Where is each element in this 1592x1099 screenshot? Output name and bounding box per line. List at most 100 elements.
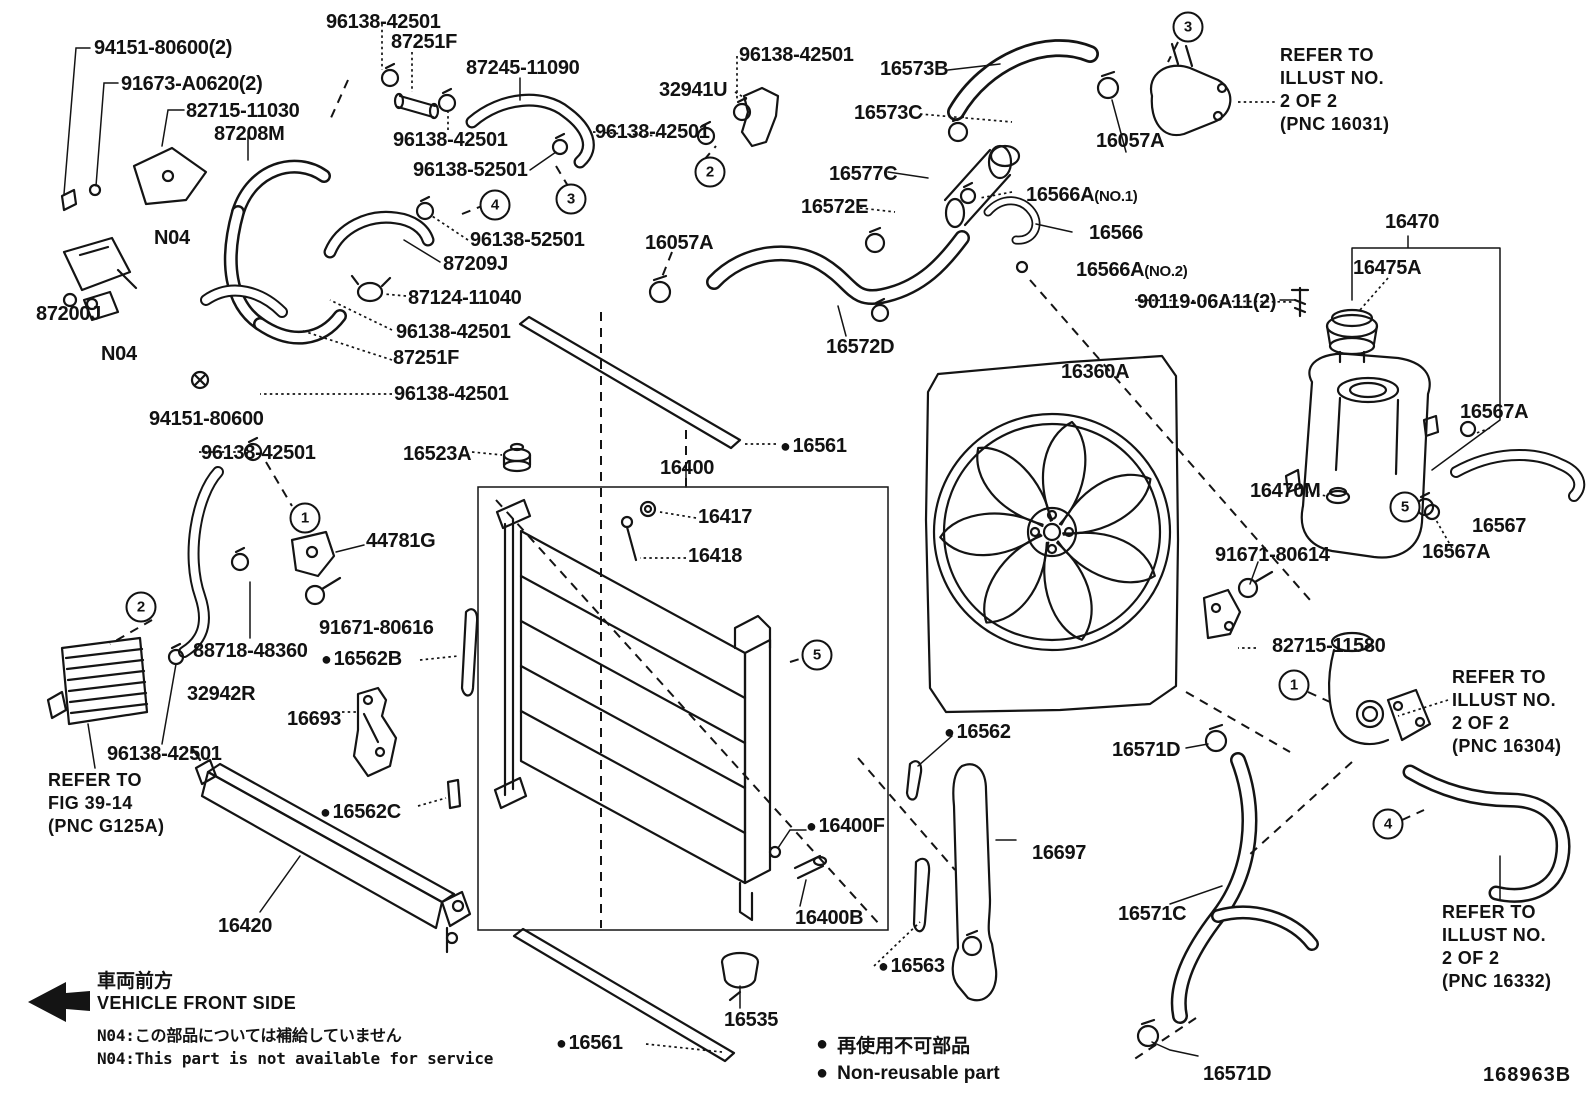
part-label-44781g[interactable]: 44781G xyxy=(366,531,436,552)
part-label-16057a[interactable]: 16057A xyxy=(645,233,714,254)
refer-note-line: 2 OF 2 xyxy=(1452,713,1510,733)
part-label-16567[interactable]: 16567 xyxy=(1472,516,1526,537)
part-label-16697[interactable]: 16697 xyxy=(1032,843,1086,864)
part-label-87251f[interactable]: 87251F xyxy=(393,348,459,369)
part-number: 16400B xyxy=(795,907,864,929)
part-label-94151-80600[interactable]: 94151-80600 xyxy=(149,409,264,430)
part-label-91671-80616[interactable]: 91671-80616 xyxy=(319,618,434,639)
part-label-16562[interactable]: ●16562 xyxy=(944,722,1011,743)
part-label-87208m[interactable]: 87208M xyxy=(214,123,285,145)
part-label-16572e[interactable]: 16572E xyxy=(801,197,868,218)
part-label-87200j[interactable]: 87200J xyxy=(36,304,101,325)
part-label-32942r[interactable]: 32942R xyxy=(187,684,256,705)
part-number: 16523A xyxy=(403,443,472,465)
callout-circle-3[interactable]: 3 xyxy=(555,183,587,215)
part-label-16571d[interactable]: 16571D xyxy=(1112,740,1181,761)
part-number: 16418 xyxy=(688,545,743,567)
part-number: 96138-42501 xyxy=(595,121,710,143)
part-label-96138-52501[interactable]: 96138-52501 xyxy=(470,230,585,251)
part-label-32941u[interactable]: 32941U xyxy=(659,80,728,101)
part-label-16400b[interactable]: 16400B xyxy=(795,907,864,929)
part-number: 16400F xyxy=(818,815,885,837)
part-label-87245-11090[interactable]: 87245-11090 xyxy=(466,58,580,79)
part-label-96138-42501[interactable]: 96138-42501 xyxy=(326,12,441,33)
legend-row-jp: ● 再使用不可部品 xyxy=(816,1030,1000,1059)
part-label-16561[interactable]: ●16561 xyxy=(780,436,847,457)
part-label-16563[interactable]: ●16563 xyxy=(878,956,945,977)
part-number: 16400 xyxy=(660,457,715,479)
part-label-96138-42501[interactable]: 96138-42501 xyxy=(201,443,316,464)
callout-circle-5[interactable]: 5 xyxy=(1389,491,1421,523)
callout-circle-4[interactable]: 4 xyxy=(1372,808,1404,840)
non-reusable-bullet-icon: ● xyxy=(321,649,332,669)
part-label-n04[interactable]: N04 xyxy=(154,228,190,249)
part-number: 87209J xyxy=(443,253,508,275)
part-label-96138-42501[interactable]: 96138-42501 xyxy=(739,45,854,66)
part-label-16057a[interactable]: 16057A xyxy=(1096,131,1165,152)
front-side-label-en: VEHICLE FRONT SIDE xyxy=(97,993,297,1013)
part-number: 16470M xyxy=(1250,480,1321,502)
callout-circle-3[interactable]: 3 xyxy=(1172,11,1204,43)
callout-circle-2[interactable]: 2 xyxy=(694,156,726,188)
part-label-16400[interactable]: 16400 xyxy=(660,458,714,479)
refer-note-line: REFER TO xyxy=(1452,667,1546,687)
callout-circle-5[interactable]: 5 xyxy=(801,639,833,671)
part-label-16573b[interactable]: 16573B xyxy=(880,59,949,80)
part-number: 16577C xyxy=(829,163,898,185)
part-label-16566a[interactable]: 16566A(NO.1) xyxy=(1026,185,1138,206)
part-label-91671-80614[interactable]: 91671-80614 xyxy=(1215,545,1330,566)
refer-note-line: FIG 39-14 xyxy=(48,793,133,813)
part-label-16693[interactable]: 16693 xyxy=(287,709,341,730)
part-label-16566a[interactable]: 16566A(NO.2) xyxy=(1076,259,1188,281)
part-label-16360a[interactable]: 16360A xyxy=(1061,362,1130,383)
part-label-91673-a0620(2)[interactable]: 91673-A0620(2) xyxy=(121,74,263,95)
part-label-16523a[interactable]: 16523A xyxy=(403,443,472,465)
part-label-n04[interactable]: N04 xyxy=(101,344,137,365)
part-label-16562c[interactable]: ●16562C xyxy=(320,802,401,823)
part-label-96138-42501[interactable]: 96138-42501 xyxy=(396,322,511,343)
part-label-96138-42501[interactable]: 96138-42501 xyxy=(394,384,509,405)
part-label-16418[interactable]: 16418 xyxy=(688,546,742,567)
part-label-94151-80600(2)[interactable]: 94151-80600(2) xyxy=(94,38,232,59)
part-label-16475a[interactable]: 16475A xyxy=(1353,258,1422,279)
non-reusable-bullet-icon: ● xyxy=(556,1033,567,1053)
part-label-87209j[interactable]: 87209J xyxy=(443,254,508,275)
part-number: 87208M xyxy=(214,123,285,145)
part-label-90119-06a11(2)[interactable]: 90119-06A11(2) xyxy=(1137,292,1277,313)
part-label-96138-42501[interactable]: 96138-42501 xyxy=(595,122,710,143)
part-number: 16566A xyxy=(1076,259,1145,281)
part-label-16535[interactable]: 16535 xyxy=(724,1010,778,1031)
part-label-16561[interactable]: ●16561 xyxy=(556,1033,623,1054)
part-label-16470[interactable]: 16470 xyxy=(1385,212,1439,233)
part-label-88718-48360[interactable]: 88718-48360 xyxy=(193,641,308,662)
part-label-16577c[interactable]: 16577C xyxy=(829,163,898,185)
refer-note-line: 2 OF 2 xyxy=(1280,91,1338,111)
part-label-96138-52501[interactable]: 96138-52501 xyxy=(413,160,528,181)
part-label-96138-42501[interactable]: 96138-42501 xyxy=(107,744,222,765)
callout-circle-2[interactable]: 2 xyxy=(125,591,157,623)
part-label-16400f[interactable]: ●16400F xyxy=(806,816,885,837)
callout-circle-4[interactable]: 4 xyxy=(479,189,511,221)
part-label-16420[interactable]: 16420 xyxy=(218,916,272,937)
part-label-16567a[interactable]: 16567A xyxy=(1460,402,1529,423)
part-label-87124-11040[interactable]: 87124-11040 xyxy=(408,288,522,309)
part-number: 94151-80600 xyxy=(149,408,264,430)
part-label-16470m[interactable]: 16470M xyxy=(1250,480,1321,502)
part-label-82715-11580[interactable]: 82715-11580 xyxy=(1272,636,1386,657)
part-label-16417[interactable]: 16417 xyxy=(698,507,752,528)
part-label-16573c[interactable]: 16573C xyxy=(854,103,923,124)
part-label-16572d[interactable]: 16572D xyxy=(826,337,895,358)
part-label-16562b[interactable]: ●16562B xyxy=(321,649,402,670)
part-label-16571d[interactable]: 16571D xyxy=(1203,1064,1272,1085)
part-label-16566[interactable]: 16566 xyxy=(1089,223,1143,244)
part-number: 16566 xyxy=(1089,222,1144,244)
part-label-87251f[interactable]: 87251F xyxy=(391,32,457,53)
part-label-96138-42501[interactable]: 96138-42501 xyxy=(393,130,508,151)
part-label-16567a[interactable]: 16567A xyxy=(1422,542,1491,563)
part-label-82715-11030[interactable]: 82715-11030 xyxy=(186,101,300,122)
part-label-16571c[interactable]: 16571C xyxy=(1118,904,1187,925)
part-number: 96138-52501 xyxy=(470,229,585,251)
callout-circle-1[interactable]: 1 xyxy=(1278,669,1310,701)
callout-circle-1[interactable]: 1 xyxy=(289,502,321,534)
